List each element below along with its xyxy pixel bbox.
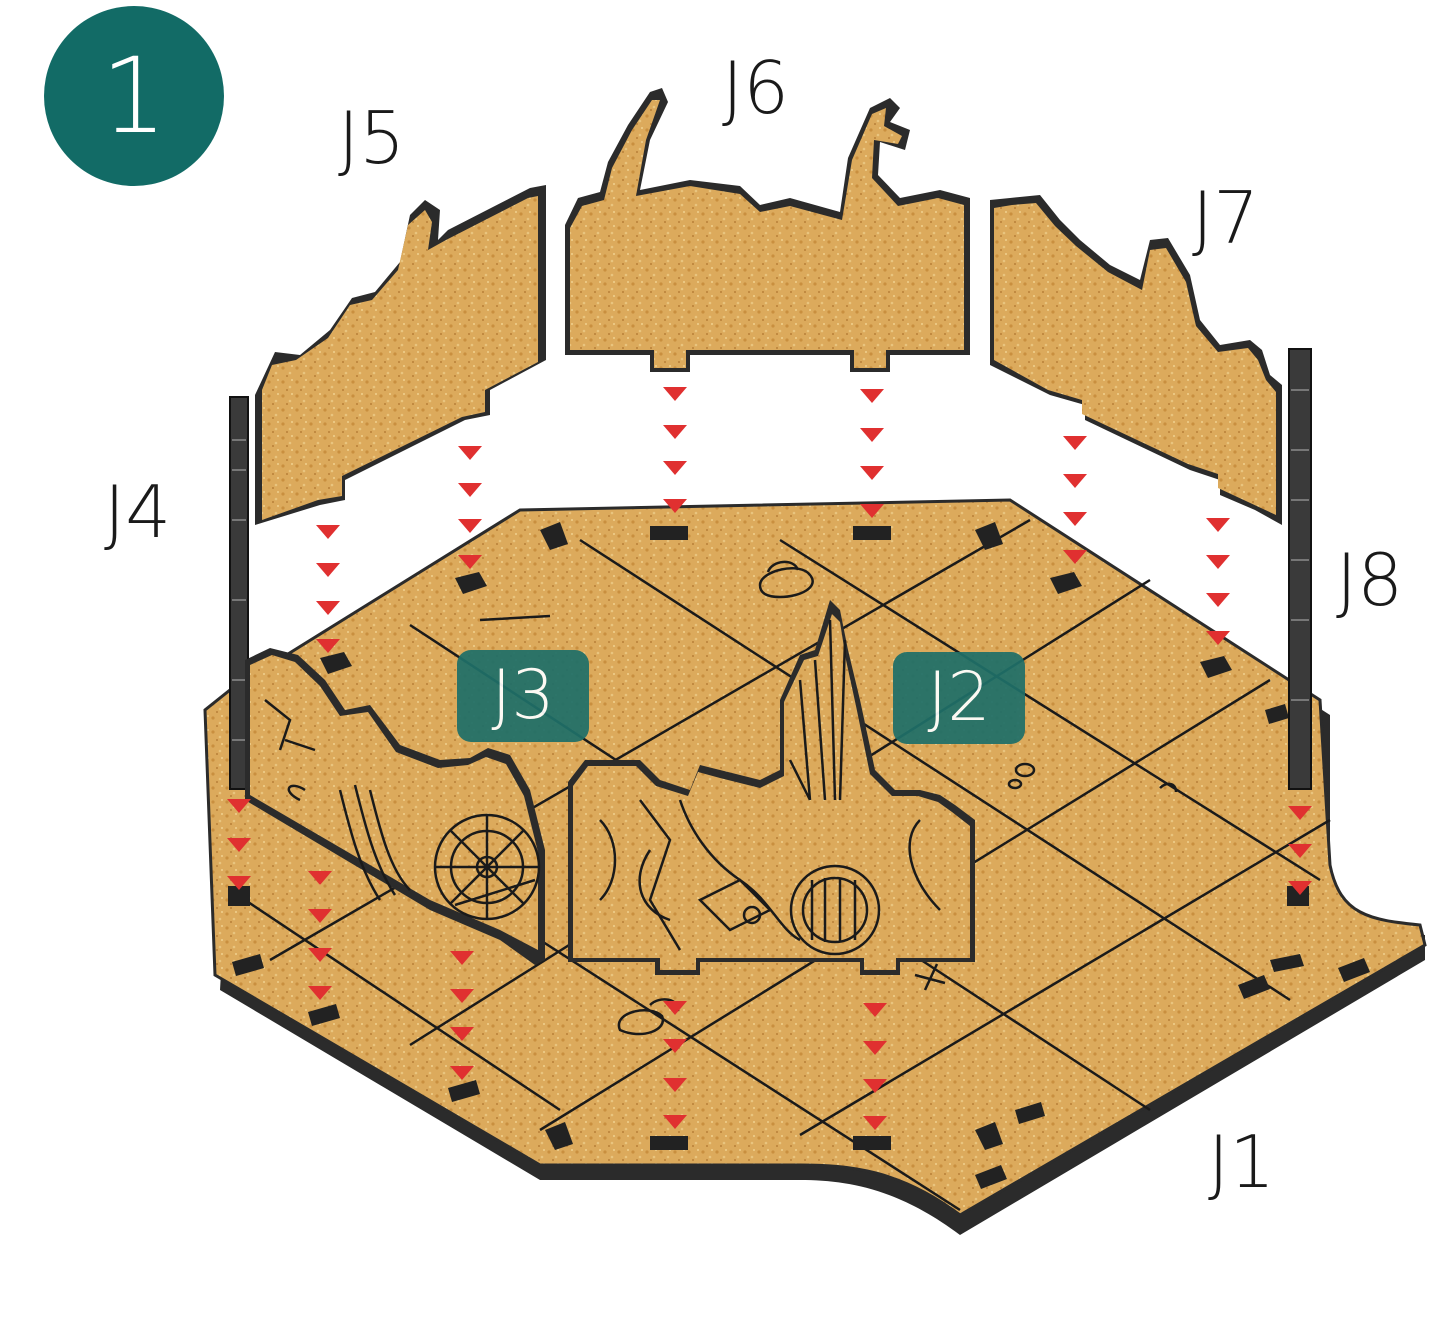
label-j2: J2 — [893, 652, 1025, 744]
post-j8 — [1289, 349, 1311, 789]
arrows-j6-right — [860, 389, 884, 518]
label-j8: J8 — [1336, 544, 1403, 616]
label-j4: J4 — [104, 476, 171, 548]
arrows-j7-right — [1206, 518, 1230, 645]
label-j7: J7 — [1192, 182, 1259, 254]
step-number: 1 — [44, 6, 224, 186]
step-badge: 1 — [44, 6, 224, 186]
wall-j6 — [565, 88, 970, 372]
label-j3: J3 — [457, 650, 589, 742]
arrows-j6-left — [663, 387, 687, 513]
wall-j5 — [255, 185, 546, 525]
label-j5: J5 — [338, 102, 405, 174]
label-j6: J6 — [722, 52, 789, 124]
label-j1: J1 — [1208, 1126, 1275, 1198]
